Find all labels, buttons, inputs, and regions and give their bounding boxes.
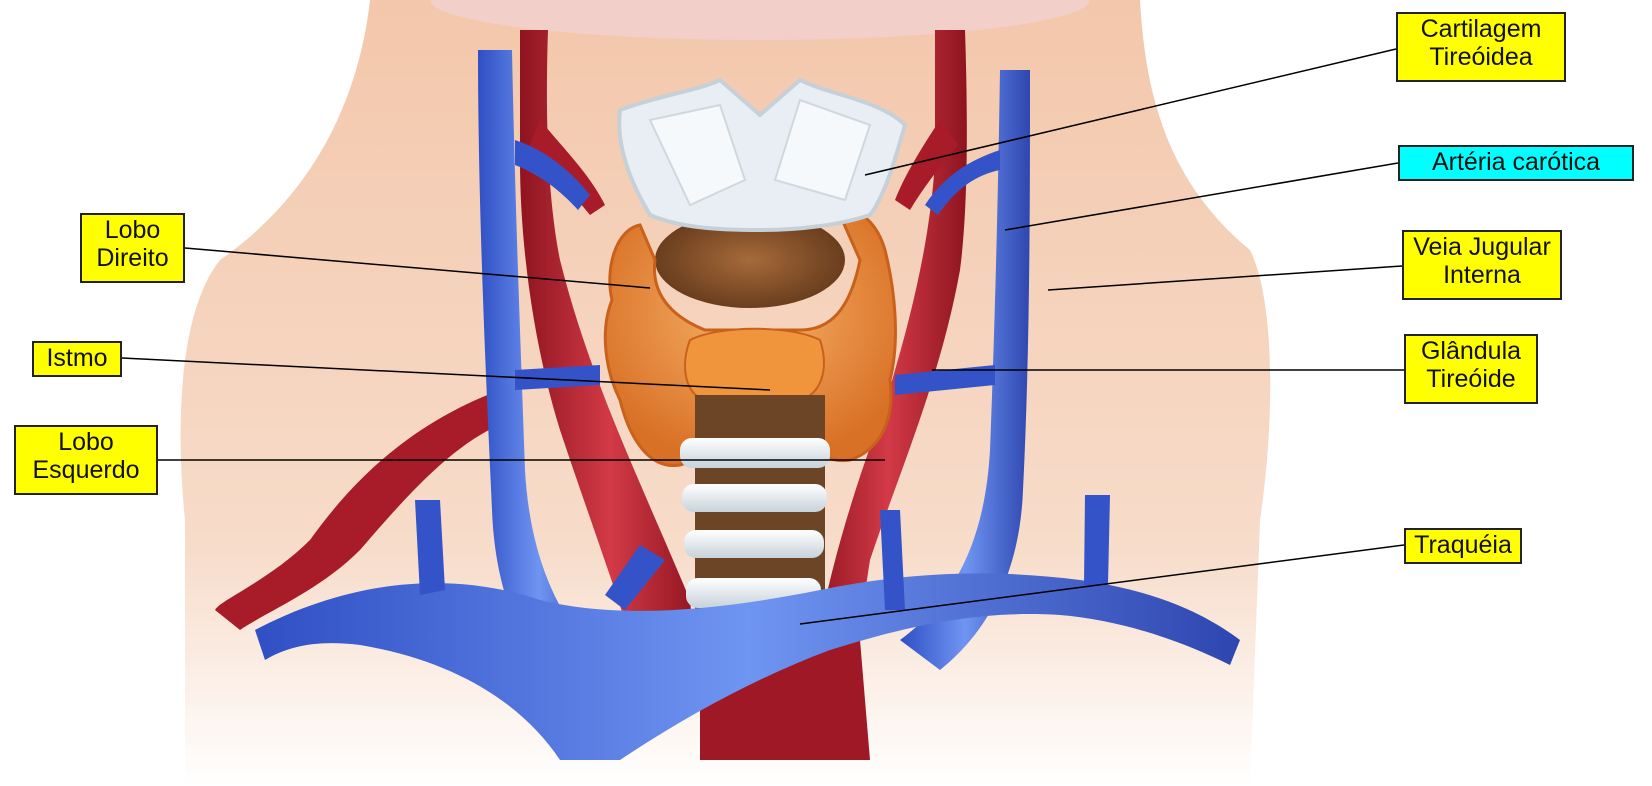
label-line: Interna	[1408, 261, 1556, 289]
label-lobo-direito: Lobo Direito	[80, 213, 185, 283]
label-line: Tireóidea	[1402, 43, 1560, 71]
label-line: Veia Jugular	[1408, 233, 1556, 261]
label-cartilagem-tireoidea: Cartilagem Tireóidea	[1396, 12, 1566, 82]
label-line: Tireóide	[1410, 365, 1532, 393]
label-line: Istmo	[38, 344, 116, 372]
label-line: Lobo	[20, 428, 152, 456]
label-line: Glândula	[1410, 337, 1532, 365]
label-line: Traquéia	[1410, 531, 1516, 559]
label-traqueia: Traquéia	[1404, 528, 1522, 564]
tracheal-ring	[684, 530, 824, 558]
label-arteria-carotica: Artéria carótica	[1398, 145, 1634, 181]
label-istmo: Istmo	[32, 341, 122, 377]
label-line: Lobo	[86, 216, 179, 244]
label-line: Direito	[86, 244, 179, 272]
label-glandula-tireoide: Glândula Tireóide	[1404, 334, 1538, 404]
tracheal-ring	[680, 438, 830, 468]
tracheal-ring	[682, 484, 827, 512]
label-line: Cartilagem	[1402, 15, 1560, 43]
label-line: Esquerdo	[20, 456, 152, 484]
label-lobo-esquerdo: Lobo Esquerdo	[14, 425, 158, 495]
label-line: Artéria carótica	[1404, 148, 1628, 176]
label-veia-jugular-interna: Veia Jugular Interna	[1402, 230, 1562, 300]
